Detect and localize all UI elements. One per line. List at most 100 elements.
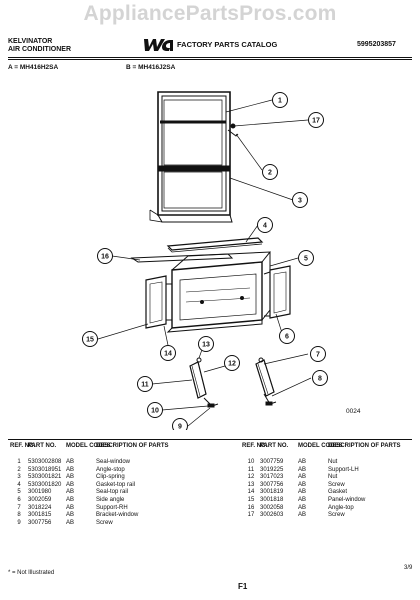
- model-b-label: B = MH416J2SA: [126, 64, 176, 71]
- model-codes: AB: [298, 489, 307, 496]
- part-no: 3002059: [28, 496, 52, 503]
- figure-code: 0024: [346, 408, 361, 415]
- model-codes: AB: [298, 466, 307, 473]
- table-row: 17 3002603 AB Screw: [242, 512, 398, 520]
- model-a-label: A = MH416H2SA: [8, 64, 59, 71]
- model-codes: AB: [298, 481, 307, 488]
- table-row: 14 3001819 AB Gasket: [242, 489, 398, 497]
- col-part-header: PART NO.: [260, 443, 289, 449]
- part-no: 3001818: [260, 496, 284, 503]
- col-ref-header: REF. NO.: [10, 443, 36, 449]
- table-row: 13 3007756 AB Screw: [242, 482, 398, 490]
- part-no: 3002058: [260, 504, 284, 511]
- description: Gasket: [328, 489, 348, 496]
- col-desc-header: DESCRIPTION OF PARTS: [328, 443, 401, 449]
- description: Support-LH: [328, 466, 359, 473]
- model-codes: AB: [298, 504, 307, 511]
- callout-4: 4: [263, 223, 267, 230]
- ref-no: 15: [247, 496, 255, 503]
- part-no: 3007756: [28, 519, 52, 526]
- table-row: 6 3002059 AB Side angle: [10, 497, 166, 505]
- part-no: 3001980: [28, 489, 52, 496]
- part-no: 3018224: [28, 504, 52, 511]
- callout-2: 2: [268, 170, 272, 177]
- part-no: 5303001820: [28, 481, 62, 488]
- description: Bracket-window: [96, 512, 139, 519]
- side-panel-right: [263, 265, 291, 319]
- model-codes: AB: [298, 459, 307, 465]
- ref-no: 2: [17, 466, 21, 473]
- model-codes: AB: [66, 466, 75, 473]
- not-illustrated-note: * = Not Illustrated: [8, 570, 55, 576]
- ref-no: 10: [247, 459, 255, 465]
- model-codes: AB: [66, 504, 75, 511]
- ref-no: 3: [17, 474, 21, 481]
- description: Screw: [328, 512, 345, 519]
- description: Seal-window: [96, 459, 131, 465]
- table-row: 10 3007759 AB Nut: [242, 459, 398, 467]
- ref-no: 13: [247, 481, 255, 488]
- header-rule-top: [8, 57, 412, 58]
- table-row: 7 3018224 AB Support-RH: [10, 505, 166, 513]
- ref-no: 17: [247, 512, 255, 519]
- cabinet-frame: [166, 251, 272, 333]
- part-no: 5303018951: [28, 466, 62, 473]
- table-row: 4 5303001820 AB Gasket-top rail: [10, 482, 166, 490]
- ref-no: 9: [17, 519, 21, 526]
- revision-date: 3/9: [404, 565, 413, 571]
- page-number: F1: [238, 582, 248, 591]
- callout-13: 13: [202, 342, 210, 349]
- description: Panel-window: [328, 496, 366, 503]
- header-rule-bottom: [8, 59, 412, 60]
- part-no: 3002603: [260, 512, 284, 519]
- part-no: 3001819: [260, 489, 284, 496]
- ref-no: 12: [247, 474, 255, 481]
- catalog-number: 5995203857: [357, 41, 396, 48]
- window-panel-assembly: [149, 91, 233, 223]
- description: Gasket-top rail: [96, 481, 136, 488]
- ref-no: 11: [247, 466, 255, 473]
- wci-logo: [144, 39, 173, 51]
- callout-12: 12: [228, 361, 236, 368]
- part-no: 3017023: [260, 474, 284, 481]
- col-codes-header: MODEL CODES: [66, 443, 111, 449]
- col-desc-header: DESCRIPTION OF PARTS: [96, 443, 169, 449]
- part-no: 5303001821: [28, 474, 62, 481]
- ref-no: 6: [17, 496, 21, 503]
- description: Angle-top: [328, 504, 354, 511]
- support-right: [255, 357, 277, 406]
- ref-no: 4: [17, 481, 21, 488]
- table-row: 1 5303002808 AB Seal-window: [10, 459, 166, 467]
- callout-3: 3: [298, 198, 302, 205]
- col-codes-header: MODEL CODES: [298, 443, 343, 449]
- model-codes: AB: [66, 512, 75, 519]
- table-row: 9 3007756 AB Screw: [10, 520, 166, 528]
- part-no: 3007759: [260, 459, 284, 465]
- table-row: 15 3001818 AB Panel-window: [242, 497, 398, 505]
- model-codes: AB: [66, 481, 75, 488]
- model-codes: AB: [66, 474, 75, 481]
- ref-no: 5: [17, 489, 21, 496]
- description: Screw: [328, 481, 345, 488]
- col-ref-header: REF. NO.: [242, 443, 268, 449]
- table-row: 16 3002058 AB Angle-top: [242, 505, 398, 513]
- description: Nut: [328, 474, 338, 481]
- callout-1: 1: [278, 98, 282, 105]
- model-codes: AB: [298, 512, 307, 519]
- brand-line-2: AIR CONDITIONER: [8, 46, 71, 53]
- brand-line-1: KELVINATOR: [8, 38, 53, 45]
- model-codes: AB: [66, 519, 75, 526]
- col-part-header: PART NO.: [28, 443, 57, 449]
- model-codes: AB: [298, 496, 307, 503]
- catalog-title: FACTORY PARTS CATALOG: [177, 40, 278, 49]
- description: Clip-spring: [96, 474, 125, 481]
- parts-table-left: REF. NO. PART NO. MODEL CODES DESCRIPTIO…: [10, 443, 169, 528]
- part-no: 3007756: [260, 481, 284, 488]
- side-panel-left: [145, 275, 172, 329]
- callout-6: 6: [285, 334, 289, 341]
- parts-table-right: REF. NO. PART NO. MODEL CODES DESCRIPTIO…: [242, 443, 401, 520]
- part-no: 3001815: [28, 512, 52, 519]
- callout-17: 17: [312, 118, 320, 125]
- ref-no: 8: [17, 512, 21, 519]
- callout-5: 5: [304, 256, 308, 263]
